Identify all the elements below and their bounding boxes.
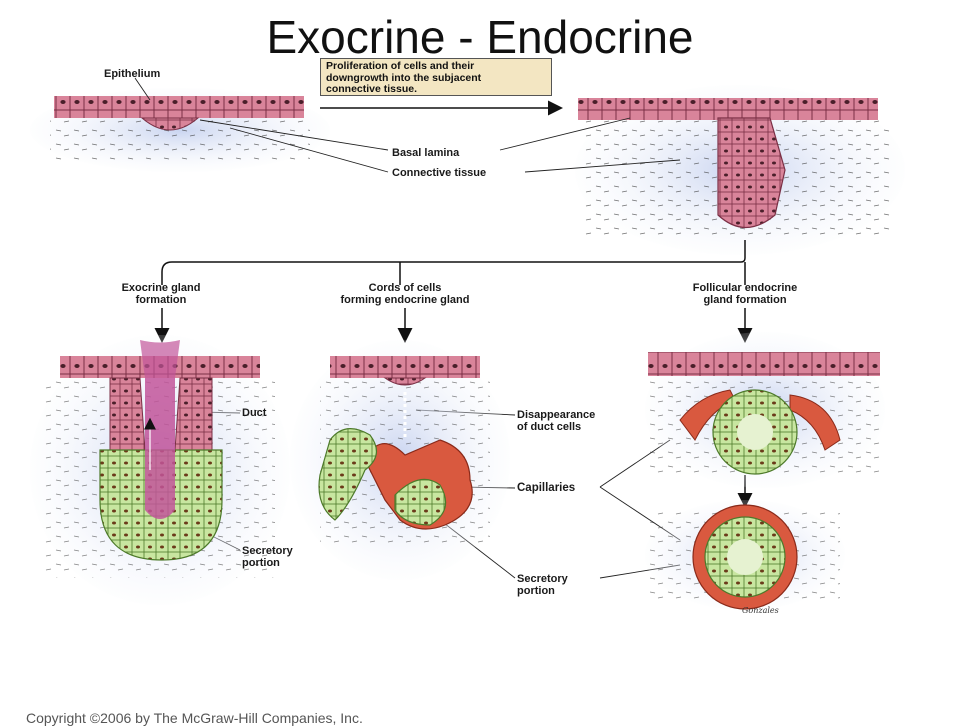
label-basal-lamina: Basal lamina [392, 147, 460, 159]
label-cords-of-cells: Cords of cells forming endocrine gland [320, 282, 490, 306]
label-capillaries: Capillaries [517, 482, 576, 494]
page-title: Exocrine - Endocrine [266, 11, 694, 63]
follicular-gland-upper [645, 332, 885, 488]
label-disappearance-line1: Disappearance [517, 409, 596, 421]
label-exocrine-formation: Exocrine gland formation [96, 282, 226, 306]
label-cords-line1: Cords of cells [368, 282, 442, 294]
label-disappearance-line2: of duct cells [517, 421, 582, 433]
label-secretory-left-line1: Secretory [242, 545, 293, 557]
copyright-notice: Copyright ©2006 by The McGraw-Hill Compa… [26, 710, 363, 726]
label-secretory-portion-left: Secretory portion [242, 545, 293, 569]
label-secretory-left-line2: portion [242, 557, 280, 569]
label-follicular-line1: Follicular endocrine [692, 282, 798, 294]
callout-line-3: connective tissue. [326, 83, 418, 95]
label-epithelium: Epithelium [104, 68, 161, 80]
label-duct: Duct [242, 407, 267, 419]
proliferation-callout: Proliferation of cells and their downgro… [320, 58, 552, 96]
early-epithelium-stage [30, 88, 330, 172]
follicular-gland-lower [645, 500, 845, 610]
label-exocrine-formation-line1: Exocrine gland [121, 282, 201, 294]
downgrowth-stage [575, 85, 905, 255]
label-secretory-mid-line1: Secretory [517, 573, 568, 585]
callout-line-1: Proliferation of cells and their [326, 60, 475, 72]
label-exocrine-formation-line2: formation [135, 294, 187, 306]
label-secretory-portion-middle: Secretory portion [517, 573, 568, 597]
label-disappearance: Disappearance of duct cells [517, 409, 595, 433]
illustrator-signature: Gonzales [742, 606, 779, 615]
label-cords-line2: forming endocrine gland [340, 294, 470, 306]
label-connective-tissue: Connective tissue [392, 167, 487, 179]
label-secretory-mid-line2: portion [517, 585, 555, 597]
callout-line-2: downgrowth into the subjacent [326, 71, 482, 84]
label-follicular-line2: gland formation [703, 294, 787, 306]
label-follicular-formation: Follicular endocrine gland formation [665, 282, 825, 306]
endocrine-cords [290, 340, 510, 580]
exocrine-gland [30, 335, 290, 605]
